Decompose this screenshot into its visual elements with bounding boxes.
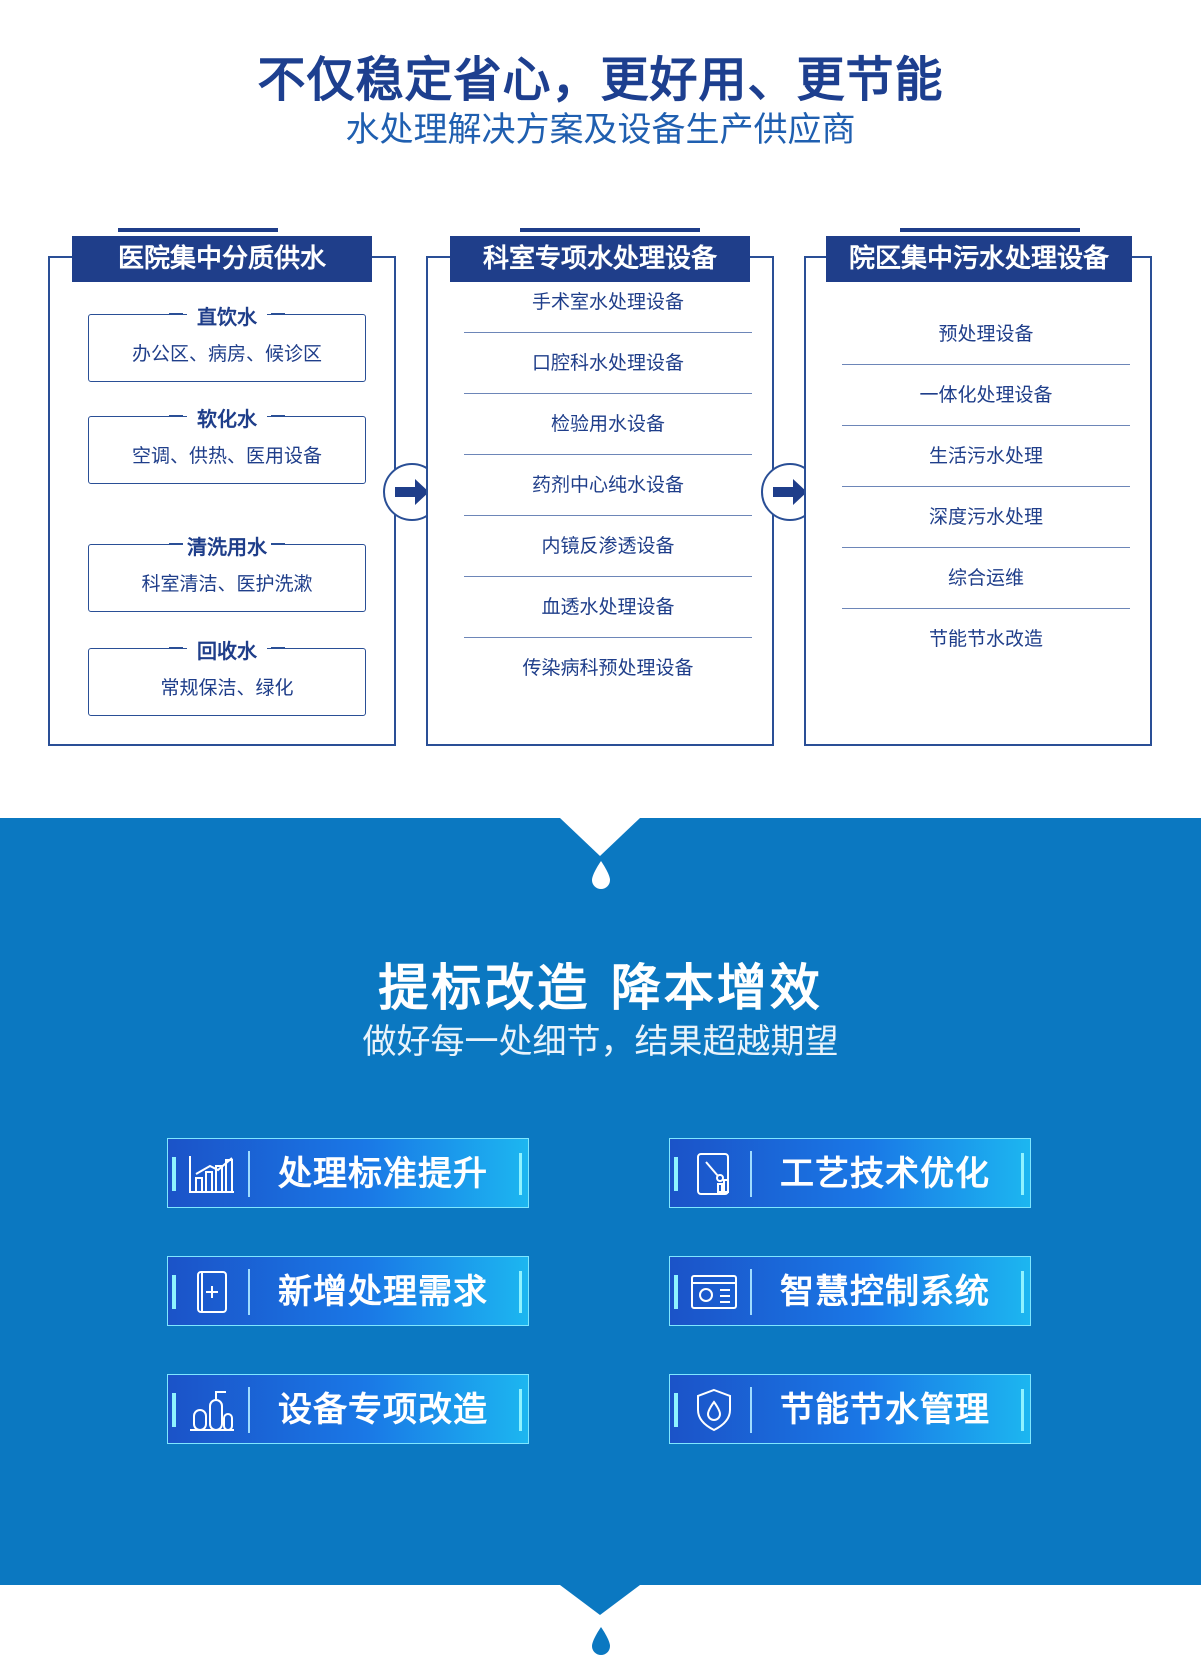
- group-drinking-water: 直饮水 办公区、病房、候诊区: [88, 305, 366, 382]
- panel-title: 院区集中污水处理设备: [826, 236, 1132, 282]
- panel-hospital-water-supply: 直饮水 办公区、病房、候诊区 软化水 空调、供热、医用设备 清洗用水 科室清洁、…: [48, 256, 396, 746]
- page-title: 不仅稳定省心，更好用、更节能: [257, 52, 944, 108]
- panel-title: 医院集中分质供水: [72, 236, 372, 282]
- group-soft-water: 软化水 空调、供热、医用设备: [88, 407, 366, 484]
- group-text: 空调、供热、医用设备: [131, 445, 322, 467]
- list-item: 传染病科预处理设备: [522, 657, 694, 679]
- section-subtitle: 做好每一处细节，结果超越期望: [362, 1022, 839, 1062]
- water-drop-icon: [590, 860, 612, 894]
- group-text: 科室清洁、医护洗漱: [141, 573, 313, 595]
- panel-title: 科室专项水处理设备: [450, 236, 750, 282]
- list-item: 口腔科水处理设备: [464, 333, 752, 394]
- group-head: 软化水: [187, 407, 267, 431]
- list-item: 预处理设备: [842, 304, 1130, 365]
- card-process-optimization: 工艺技术优化: [669, 1138, 1031, 1208]
- bar-chart-icon: [186, 1150, 238, 1198]
- card-label: 节能节水管理: [780, 1390, 990, 1430]
- card-label: 处理标准提升: [278, 1154, 488, 1194]
- card-water-energy-saving: 节能节水管理: [669, 1374, 1031, 1444]
- list-item: 综合运维: [842, 548, 1130, 609]
- list-item: 血透水处理设备: [464, 577, 752, 638]
- group-head: 清洗用水: [177, 535, 277, 559]
- group-text: 常规保洁、绿化: [160, 677, 294, 699]
- list-item: 手术室水处理设备: [464, 272, 752, 333]
- card-new-demand: 新增处理需求: [167, 1256, 529, 1326]
- card-label: 新增处理需求: [278, 1272, 488, 1312]
- group-cleaning-water: 清洗用水 科室清洁、医护洗漱: [88, 535, 366, 612]
- panel-sewage-treatment: 预处理设备 一体化处理设备 生活污水处理 深度污水处理 综合运维 节能节水改造: [804, 256, 1152, 746]
- clipboard-tools-icon: [688, 1150, 740, 1198]
- list-item: 深度污水处理: [842, 487, 1130, 548]
- list-item: 节能节水改造: [928, 628, 1043, 650]
- card-label: 智慧控制系统: [780, 1272, 990, 1312]
- list-item: 药剂中心纯水设备: [464, 455, 752, 516]
- group-head: 回收水: [187, 639, 267, 663]
- card-label: 工艺技术优化: [780, 1154, 990, 1194]
- group-head: 直饮水: [187, 305, 267, 329]
- shield-drop-icon: [688, 1386, 740, 1434]
- list-item: 内镜反渗透设备: [464, 516, 752, 577]
- page-subtitle: 水处理解决方案及设备生产供应商: [345, 110, 856, 150]
- group-text: 办公区、病房、候诊区: [131, 343, 322, 365]
- section-title: 提标改造 降本增效: [378, 959, 823, 1017]
- list-item: 生活污水处理: [842, 426, 1130, 487]
- factory-tank-icon: [186, 1386, 238, 1434]
- water-drop-icon: [590, 1626, 612, 1660]
- panel-department-equipment: 手术室水处理设备 口腔科水处理设备 检验用水设备 药剂中心纯水设备 内镜反渗透设…: [426, 256, 774, 746]
- card-standard-upgrade: 处理标准提升: [167, 1138, 529, 1208]
- card-label: 设备专项改造: [278, 1390, 488, 1430]
- list-item: 检验用水设备: [464, 394, 752, 455]
- group-recycled-water: 回收水 常规保洁、绿化: [88, 639, 366, 716]
- list-item: 一体化处理设备: [842, 365, 1130, 426]
- card-smart-control: 智慧控制系统: [669, 1256, 1031, 1326]
- control-panel-icon: [688, 1268, 740, 1316]
- card-equipment-retrofit: 设备专项改造: [167, 1374, 529, 1444]
- document-add-icon: [186, 1268, 238, 1316]
